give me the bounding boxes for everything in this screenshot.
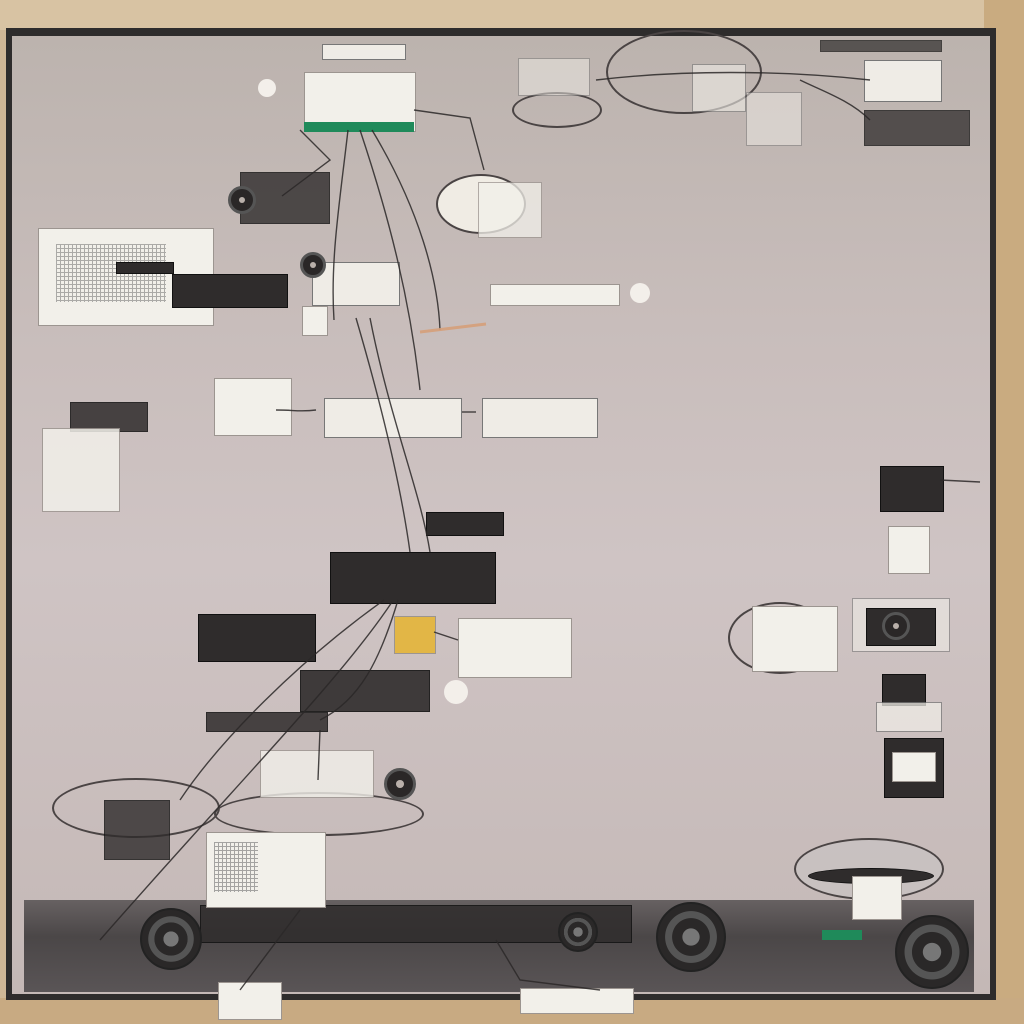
lower-left-block: [104, 800, 170, 860]
mid-center-card: [324, 398, 462, 438]
faded-panel: [518, 58, 590, 96]
oval-tag-backing: [478, 182, 542, 238]
right-meter-face: [892, 752, 936, 782]
top-right-strip: [820, 40, 942, 52]
left-dark-label: [172, 274, 288, 308]
faded-panel: [746, 92, 802, 146]
lower-strip: [206, 712, 328, 732]
knob-icon: [384, 768, 416, 800]
cable-loop-icon: [512, 92, 602, 128]
fan-icon: [140, 908, 202, 970]
white-dot: [444, 680, 468, 704]
center-right-card: [458, 618, 572, 678]
chip-board: [394, 616, 436, 654]
right-small-device: [882, 674, 926, 706]
top-controller-tag: [322, 44, 406, 60]
right-note: [876, 702, 942, 732]
grid-sheet-icon: [214, 842, 258, 892]
knob-icon: [300, 252, 326, 278]
shelf-tag-small: [218, 982, 282, 1020]
middle-strip-tag: [490, 284, 620, 306]
controller-green-strip: [304, 122, 414, 132]
white-dot: [630, 283, 650, 303]
fan-icon: [656, 902, 726, 972]
mid-left-card: [214, 378, 292, 436]
center-dark-tag: [426, 512, 504, 536]
center-main-module: [330, 552, 496, 604]
mid-right-card: [482, 398, 598, 438]
right-loop-card: [752, 606, 838, 672]
frame-top-rail: [0, 0, 1024, 30]
sheet-black-bar: [116, 262, 174, 274]
lower-note-sheet: [260, 750, 374, 798]
white-dot: [258, 79, 276, 97]
right-white-card: [888, 526, 930, 574]
small-white-tag: [302, 306, 328, 336]
knob-icon: [882, 612, 910, 640]
top-right-tag: [864, 60, 942, 102]
knob-icon: [228, 186, 256, 214]
fan-icon: [558, 912, 598, 952]
left-mid-module: [198, 614, 316, 662]
left-small-label: [70, 402, 148, 432]
faded-panel: [692, 64, 746, 112]
right-dark-label: [880, 466, 944, 512]
left-note-sheet: [42, 428, 120, 512]
shelf-tag: [520, 988, 634, 1014]
frame-bottom-rail: [0, 998, 1024, 1024]
top-right-module: [864, 110, 970, 146]
bottom-right-card: [852, 876, 902, 920]
green-indicator: [822, 930, 862, 940]
fan-icon: [895, 915, 969, 989]
lower-center-module: [300, 670, 430, 712]
